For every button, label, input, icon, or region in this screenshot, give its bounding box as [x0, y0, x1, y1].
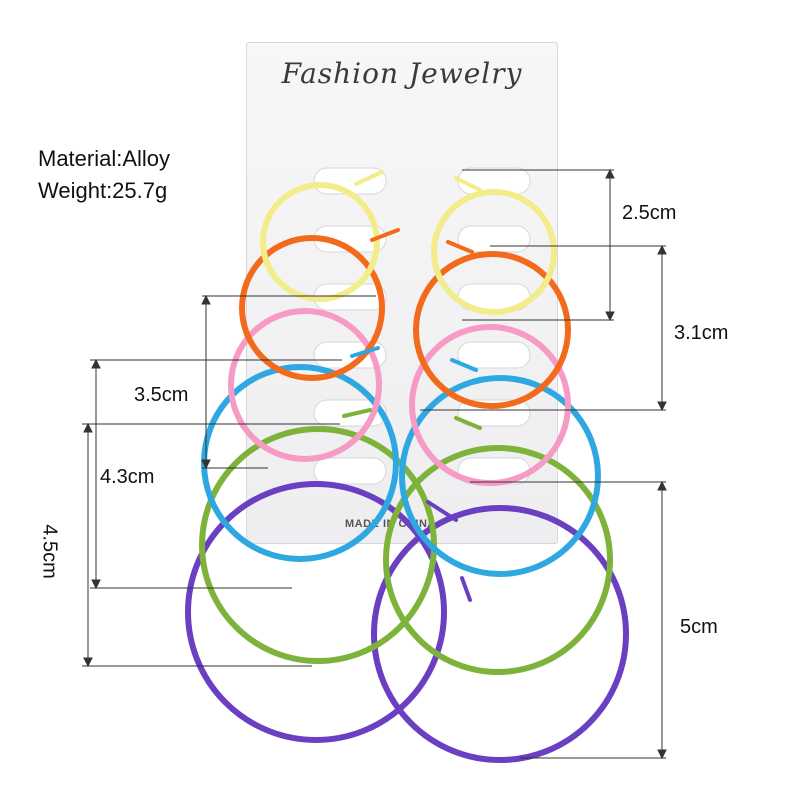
pink-hoop-right: [409, 324, 571, 486]
measurement-lines: [82, 168, 667, 760]
yellow-hoop-right: [431, 189, 557, 315]
purple-hoop-left: [185, 481, 447, 743]
green-hoop-right: [383, 445, 613, 675]
dimension-3-1cm: 3.1cm: [674, 322, 729, 344]
dimension-4-5cm: 4.5cm: [38, 524, 61, 579]
pink-hoop-left: [228, 308, 382, 462]
card-title: Fashion Jewelry: [281, 57, 523, 90]
blue-hoop-right: [399, 375, 601, 577]
orange-hoop-left: [239, 235, 385, 381]
dimension-3-5cm: 3.5cm: [134, 384, 189, 406]
dimension-2-5cm: 2.5cm: [622, 202, 677, 224]
purple-hoop-right: [371, 505, 629, 763]
yellow-hoop-left: [260, 182, 380, 302]
material-label: Material:Alloy: [38, 146, 171, 171]
dimension-4-3cm: 4.3cm: [100, 466, 155, 488]
weight-label: Weight:25.7g: [38, 178, 168, 203]
dimension-5cm: 5cm: [680, 616, 718, 638]
orange-hoop-right: [413, 251, 571, 409]
